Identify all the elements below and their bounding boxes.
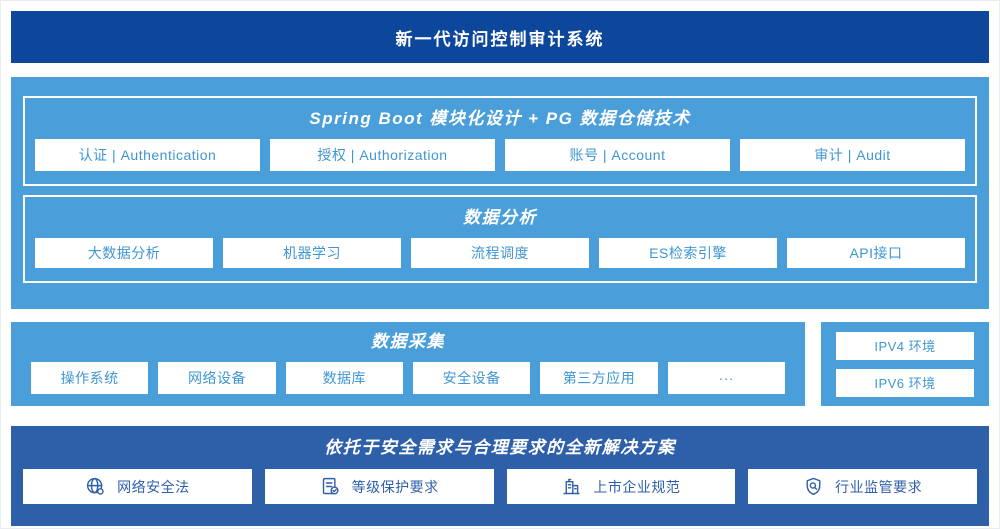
analysis-box-workflow: 流程调度 — [411, 238, 589, 268]
analysis-group-title: 数据分析 — [463, 208, 537, 227]
collection-box-database: 数据库 — [285, 362, 403, 394]
collection-box-thirdparty: 第三方应用 — [540, 362, 658, 394]
solution-box-label: 上市企业规范 — [593, 478, 681, 495]
page-title: 新一代访问控制审计系统 — [395, 29, 605, 49]
platform-section: Spring Boot 模块化设计 + PG 数据仓储技术 认证 | Authe… — [11, 77, 989, 309]
solution-box-cybersecurity-law: 网络安全法 — [23, 469, 252, 504]
module-box-audit: 审计 | Audit — [740, 139, 965, 171]
solution-section: 依托于安全需求与合理要求的全新解决方案 网络安全法 — [11, 426, 989, 526]
solution-box-listed-company: 上市企业规范 — [506, 469, 736, 504]
module-box-authentication: 认证 | Authentication — [35, 139, 260, 171]
collection-title: 数据采集 — [371, 332, 445, 351]
module-row: 认证 | Authentication 授权 | Authorization 账… — [35, 139, 965, 171]
solution-box-row: 网络安全法 等级保护要求 — [23, 469, 977, 504]
analysis-row: 大数据分析 机器学习 流程调度 ES检索引擎 API接口 — [35, 238, 965, 268]
solution-title: 依托于安全需求与合理要求的全新解决方案 — [324, 438, 676, 457]
module-box-authorization: 授权 | Authorization — [270, 139, 495, 171]
collection-box-os: 操作系统 — [31, 362, 149, 394]
analysis-box-bigdata: 大数据分析 — [35, 238, 213, 268]
banner: 新一代访问控制审计系统 — [11, 11, 989, 63]
springboot-group-title: Spring Boot 模块化设计 + PG 数据仓储技术 — [309, 109, 691, 128]
shield-search-icon — [803, 476, 824, 497]
collection-box-network: 网络设备 — [158, 362, 276, 394]
collection-box-more: ··· — [667, 362, 785, 394]
collection-box-row: 操作系统 网络设备 数据库 安全设备 第三方应用 ··· — [31, 362, 785, 394]
module-box-account: 账号 | Account — [505, 139, 730, 171]
env-box-ipv6: IPV6 环境 — [836, 368, 974, 397]
env-section: IPV4 环境 IPV6 环境 — [821, 322, 989, 406]
building-icon — [561, 476, 582, 497]
analysis-group: 数据分析 大数据分析 机器学习 流程调度 ES检索引擎 API接口 — [23, 195, 977, 283]
solution-box-label: 网络安全法 — [117, 478, 190, 495]
solution-box-label: 等级保护要求 — [351, 478, 439, 495]
document-check-icon — [320, 476, 341, 497]
solution-box-classified-protection: 等级保护要求 — [264, 469, 494, 504]
springboot-group: Spring Boot 模块化设计 + PG 数据仓储技术 认证 | Authe… — [23, 96, 977, 186]
analysis-box-es: ES检索引擎 — [599, 238, 777, 268]
env-box-ipv4: IPV4 环境 — [836, 331, 974, 360]
solution-box-industry-regulation: 行业监管要求 — [748, 469, 977, 504]
globe-icon — [85, 476, 106, 497]
collection-row: 数据采集 操作系统 网络设备 数据库 安全设备 第三方应用 ··· IPV4 环… — [11, 322, 989, 406]
collection-section: 数据采集 操作系统 网络设备 数据库 安全设备 第三方应用 ··· — [11, 322, 805, 406]
analysis-box-api: API接口 — [787, 238, 965, 268]
collection-box-security: 安全设备 — [412, 362, 531, 394]
solution-box-label: 行业监管要求 — [835, 478, 923, 495]
analysis-box-ml: 机器学习 — [223, 238, 401, 268]
